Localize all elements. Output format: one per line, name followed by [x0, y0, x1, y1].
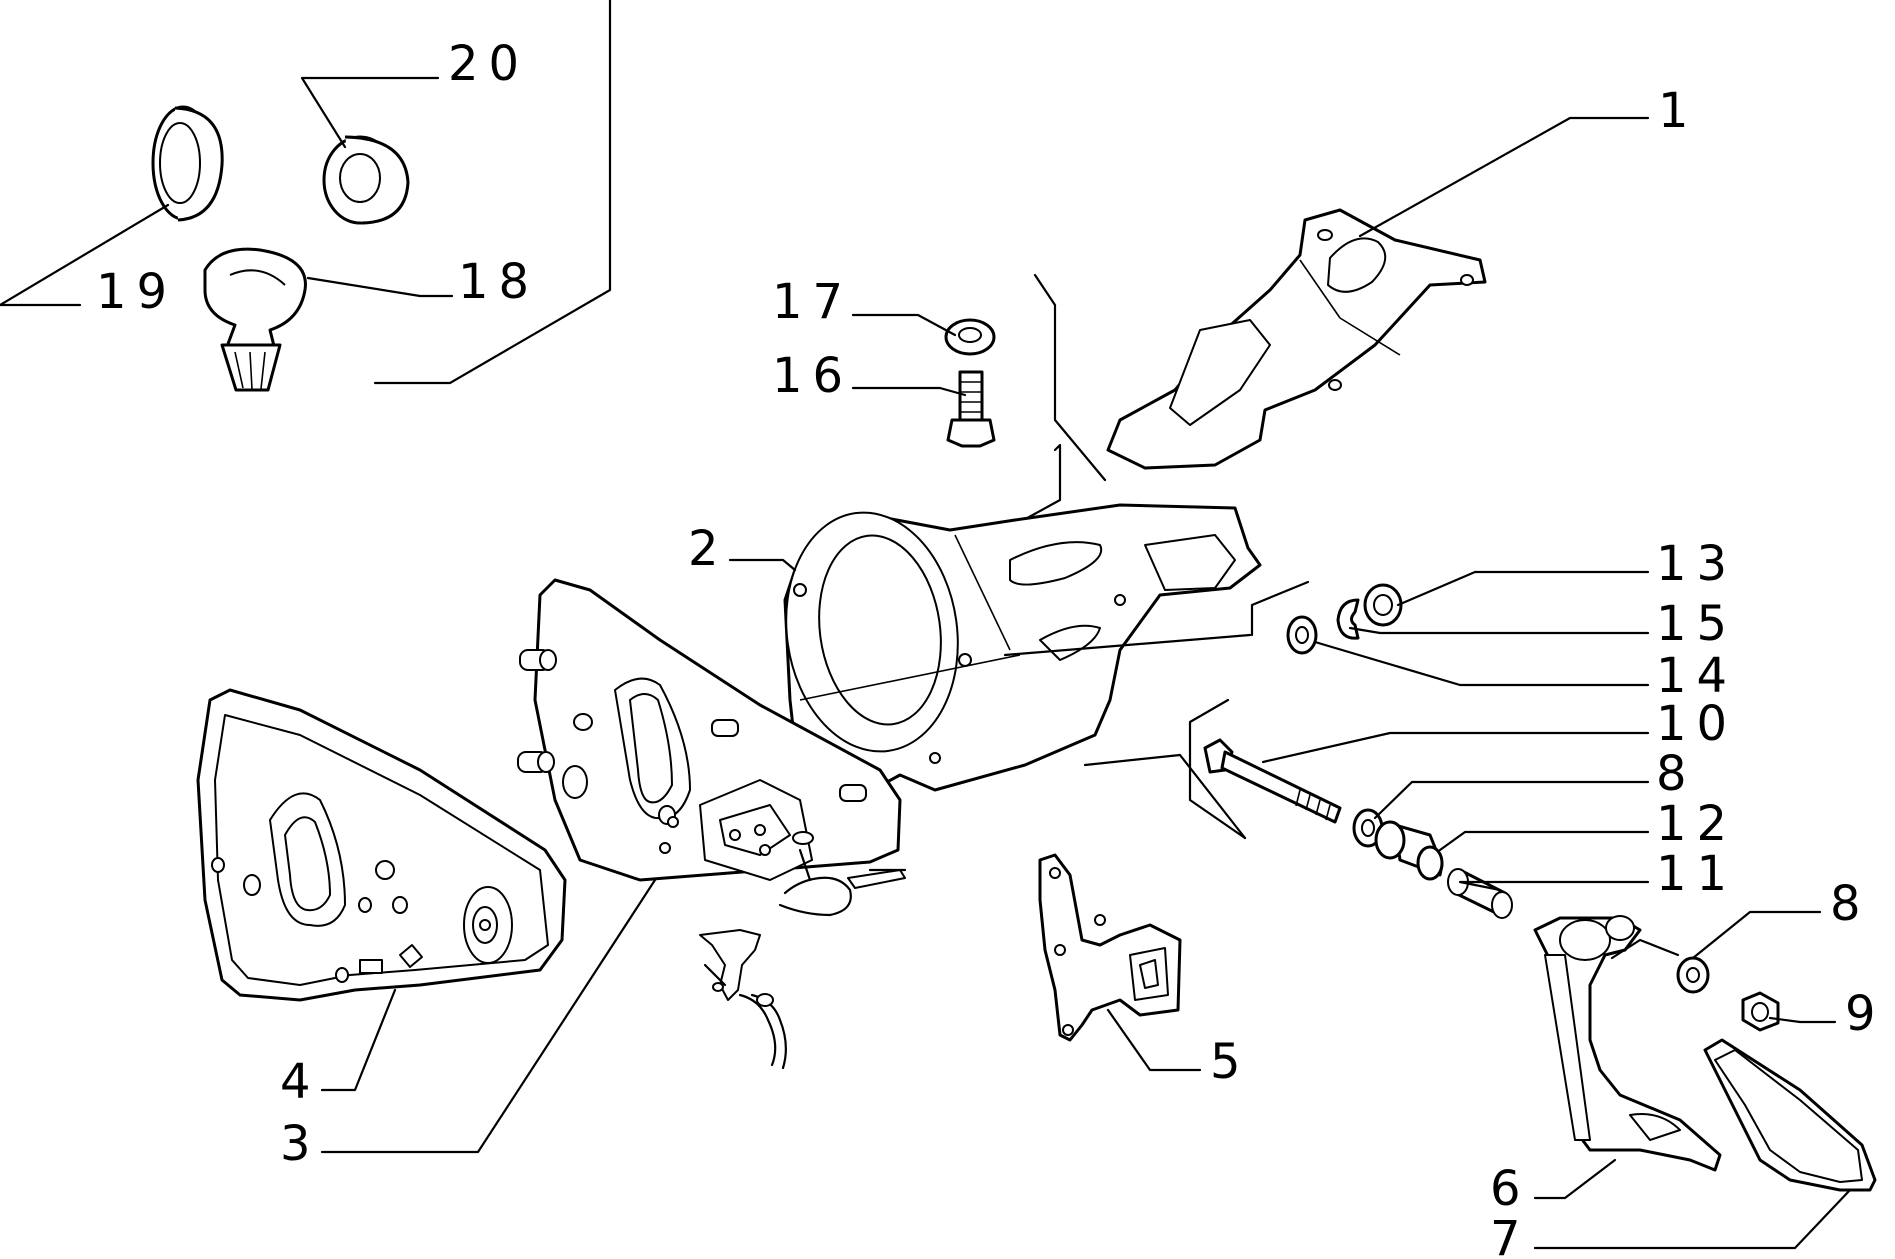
part-9-nut — [1741, 991, 1780, 1032]
part-18-clip — [203, 247, 307, 392]
part-labels: 1 2 3 4 5 6 7 8 8 9 10 11 12 13 14 15 16… — [96, 36, 1886, 1259]
part-10-pivot-bolt — [1203, 738, 1342, 824]
label-3: 3 — [280, 1116, 321, 1172]
label-8-upper: 8 — [1656, 746, 1697, 802]
label-19: 19 — [96, 264, 177, 320]
part-2-housing — [783, 503, 1262, 812]
part-17-washer — [944, 318, 996, 356]
part-1-bracket — [1106, 208, 1487, 470]
label-8-lower: 8 — [1830, 876, 1871, 932]
label-1: 1 — [1658, 83, 1699, 139]
part-8-washer-lower — [1676, 956, 1710, 994]
label-9: 9 — [1845, 986, 1886, 1042]
label-5: 5 — [1210, 1034, 1251, 1090]
label-7: 7 — [1490, 1211, 1531, 1259]
part-19-cap — [151, 105, 224, 222]
inset-frame — [373, 0, 612, 385]
leader-lines — [0, 76, 1852, 1250]
label-20: 20 — [448, 36, 529, 92]
label-2: 2 — [688, 521, 729, 577]
label-10: 10 — [1656, 696, 1737, 752]
part-6-pedal-arm — [1533, 915, 1722, 1172]
label-16: 16 — [772, 348, 853, 404]
label-6: 6 — [1490, 1161, 1531, 1217]
part-7-pedal-pad — [1703, 1038, 1877, 1192]
part-11-spacer — [1447, 868, 1513, 919]
part-15-clip — [1336, 598, 1360, 640]
break-symbol — [1018, 273, 1107, 524]
part-12-bushing — [1374, 820, 1444, 881]
part-3-plate — [517, 578, 902, 882]
label-18: 18 — [458, 254, 539, 310]
label-4: 4 — [280, 1054, 321, 1110]
brake-switch-wiring — [699, 831, 907, 1070]
label-14: 14 — [1656, 648, 1737, 704]
label-13: 13 — [1656, 536, 1737, 592]
label-11: 11 — [1656, 846, 1737, 902]
label-12: 12 — [1656, 796, 1737, 852]
label-17: 17 — [772, 274, 853, 330]
part-4-gasket — [196, 688, 567, 1002]
assembly-guide-lines — [1003, 580, 1680, 960]
part-5-bracket — [1038, 853, 1182, 1042]
part-14-washer — [1286, 615, 1318, 655]
part-20-bushing — [322, 135, 410, 225]
label-15: 15 — [1656, 596, 1737, 652]
part-13-nut — [1363, 583, 1403, 627]
part-16-bolt — [946, 370, 996, 448]
